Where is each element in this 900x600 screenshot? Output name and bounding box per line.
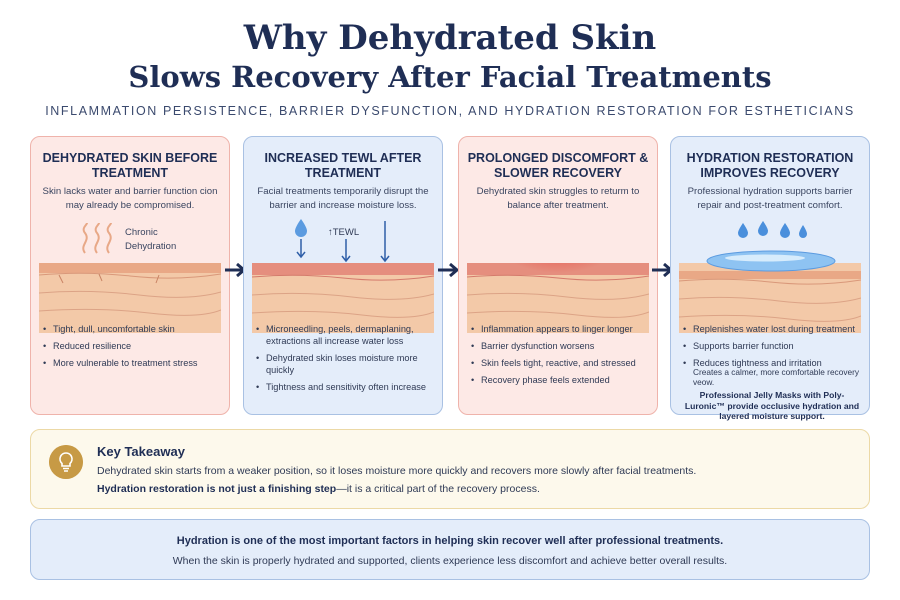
inflamed-skin-cross-section [467, 263, 649, 333]
takeaway-line-1: Dehydrated skin starts from a weaker pos… [97, 465, 697, 477]
list-item: More vulnerable to treatment stress [43, 357, 223, 369]
takeaway-title: Key Takeaway [97, 444, 185, 459]
list-item: Tightness and sensitivity often increase [256, 381, 436, 393]
bullet-list: Tight, dull, uncomfortable skin Reduced … [43, 323, 223, 374]
lightbulb-icon [49, 445, 83, 479]
list-item: Supports barrier function [683, 340, 863, 352]
list-item: Inflammation appears to linger longer [471, 323, 651, 335]
recovery-note: Creates a calmer, more comfortable recov… [693, 367, 859, 387]
card-description: Skin lacks water and barrier function ci… [42, 186, 218, 211]
list-item: Barrier dysfunction worsens [471, 340, 651, 352]
summary-line-1: Hydration is one of the most important f… [176, 535, 724, 547]
down-arrow-icon [380, 221, 390, 263]
card-title: PROLONGED DISCOMFORT & SLOWER RECOVERY [467, 151, 649, 180]
illustration-label: Chronic [125, 227, 158, 238]
takeaway-emphasis: Hydration restoration is not just a fini… [97, 483, 337, 495]
summary-line-2: When the skin is properly hydrated and s… [172, 555, 728, 567]
water-drop-icon [738, 221, 807, 238]
card-prolonged-discomfort: PROLONGED DISCOMFORT & SLOWER RECOVERY D… [458, 136, 658, 415]
key-takeaway-box: Key Takeaway Dehydrated skin starts from… [30, 429, 870, 509]
title-line-2: Slows Recovery After Facial Treatments [128, 60, 772, 94]
takeaway-line-2: Hydration restoration is not just a fini… [97, 483, 540, 495]
list-item: Reduced resilience [43, 340, 223, 352]
card-title: INCREASED TEWL AFTER TREATMENT [264, 151, 422, 180]
list-item: Recovery phase feels extended [471, 374, 651, 386]
hydrated-skin-cross-section [679, 263, 861, 333]
list-item: Microneedling, peels, dermaplaning, extr… [256, 323, 436, 347]
skin-cross-section [252, 263, 434, 333]
list-item: Dehydrated skin loses moisture more quic… [256, 352, 436, 376]
water-drop-icon [295, 219, 307, 259]
card-description: Facial treatments temporarily disrupt th… [257, 186, 429, 211]
list-item: Tight, dull, uncomfortable skin [43, 323, 223, 335]
down-arrow-icon [341, 239, 351, 263]
card-description: Dehydrated skin struggles to returm to b… [476, 186, 640, 211]
card-hydration-restoration: HYDRATION RESTORATION IMPROVES RECOVERY … [670, 136, 870, 421]
card-title: HYDRATION RESTORATION IMPROVES RECOVERY [686, 151, 854, 180]
card-title: DEHYDRATED SKIN BEFORE TREATMENT [42, 151, 218, 180]
card-increased-tewl: INCREASED TEWL AFTER TREATMENT Facial tr… [243, 136, 443, 415]
card-dehydrated-before: DEHYDRATED SKIN BEFORE TREATMENT Skin la… [30, 136, 230, 415]
summary-box: Hydration is one of the most important f… [30, 519, 870, 580]
bullet-list: Replenishes water lost during treatment … [683, 323, 863, 374]
jelly-mask-layer [706, 250, 836, 272]
list-item: Replenishes water lost during treatment [683, 323, 863, 335]
list-item: Reduces tightness and irritation [683, 357, 863, 369]
list-item: Skin feels tight, reactive, and stressed [471, 357, 651, 369]
illustration-label: Dehydration [125, 241, 177, 252]
title-line-1: Why Dehydrated Skin [243, 18, 657, 58]
arrow-right-icon [438, 262, 460, 278]
bullet-list: Inflammation appears to linger longer Ba… [471, 323, 651, 391]
skin-cross-section [39, 263, 221, 333]
bullet-list: Microneedling, peels, dermaplaning, extr… [256, 323, 436, 398]
subtitle: INFLAMMATION PERSISTENCE, BARRIER DYSFUN… [45, 104, 855, 118]
jelly-mask-note: Professional Jelly Masks with Poly-Luron… [684, 390, 860, 421]
card-description: Professional hydration supports barrier … [687, 186, 853, 211]
tewl-label: ↑TEWL [328, 227, 360, 238]
takeaway-rest: —it is a critical part of the recovery p… [336, 483, 540, 495]
wavy-lines-icon [82, 223, 112, 254]
